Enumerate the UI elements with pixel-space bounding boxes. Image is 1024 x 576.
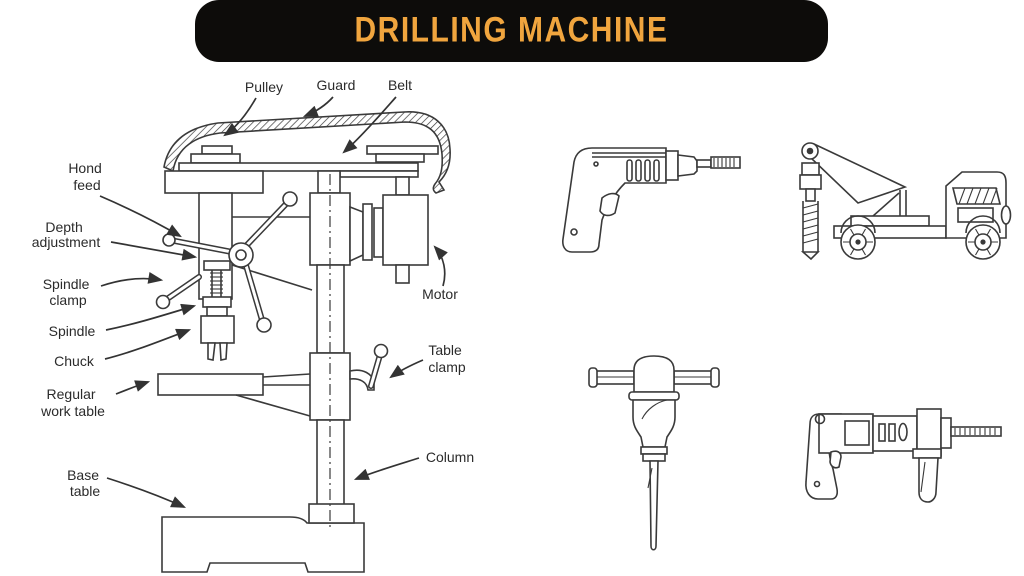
- hammer-drill-icon: [805, 408, 1002, 503]
- arrow-column: [353, 457, 420, 480]
- truck-wheel-right: [965, 224, 1001, 260]
- label-base-table: Base table: [67, 467, 103, 499]
- motor-body: [382, 194, 429, 266]
- part-labels: Pulley Guard Belt Hond feed Depth adjust…: [32, 77, 474, 499]
- label-belt: Belt: [388, 77, 412, 93]
- guard-shape: [163, 111, 451, 194]
- arrow-belt: [342, 96, 397, 154]
- pulley-left: [190, 145, 241, 164]
- hand-drill-icon: [562, 147, 741, 253]
- head-subplate: [339, 170, 419, 178]
- head-plate: [178, 162, 419, 172]
- depth-adjustment-screw: [203, 260, 231, 297]
- label-motor: Motor: [422, 286, 458, 302]
- arrow-hand-feed: [99, 195, 182, 238]
- pulley-right: [366, 145, 439, 163]
- arrow-spindle: [105, 303, 197, 331]
- arrow-motor: [433, 245, 448, 287]
- work-table-shape: [157, 373, 311, 417]
- head-box: [164, 170, 264, 194]
- truck-drill-rig-icon: [799, 142, 1012, 261]
- base-shape: [161, 516, 365, 573]
- label-spindle-clamp: Spindle clamp: [43, 276, 94, 308]
- label-spindle: Spindle: [49, 323, 96, 339]
- jackhammer-icon: [588, 355, 720, 551]
- arrow-spindle-clamp: [100, 272, 164, 287]
- drill-press-diagram: [155, 111, 451, 573]
- arrow-work-table: [115, 380, 151, 395]
- truck-wheel-left: [840, 224, 876, 260]
- label-arrows: [99, 96, 448, 508]
- arrow-table-clamp: [389, 359, 424, 379]
- page-title: DRILLING MACHINE: [354, 10, 669, 50]
- motor-assembly: [349, 176, 429, 284]
- label-work-table: Regular work table: [40, 386, 105, 419]
- arrow-guard: [302, 96, 334, 117]
- label-pulley: Pulley: [245, 79, 283, 95]
- label-table-clamp: Table clamp: [428, 342, 466, 375]
- arrow-chuck: [104, 328, 192, 360]
- table-clamp-lever: [349, 343, 389, 391]
- arrow-base-table: [106, 477, 187, 508]
- arrow-depth-adjustment: [110, 241, 198, 261]
- spindle-clamp-lever: [155, 274, 202, 310]
- label-chuck: Chuck: [54, 353, 95, 369]
- label-column: Column: [426, 449, 474, 465]
- label-depth-adjustment: Depth adjustment: [32, 219, 101, 250]
- spindle-shape: [202, 296, 232, 308]
- label-guard: Guard: [317, 77, 356, 93]
- title-banner: DRILLING MACHINE: [195, 0, 828, 62]
- label-hand-feed: Hond feed: [68, 160, 105, 193]
- arrow-pulley: [223, 97, 257, 137]
- hand-feed-handle: [162, 191, 298, 333]
- chuck-shape: [200, 315, 235, 344]
